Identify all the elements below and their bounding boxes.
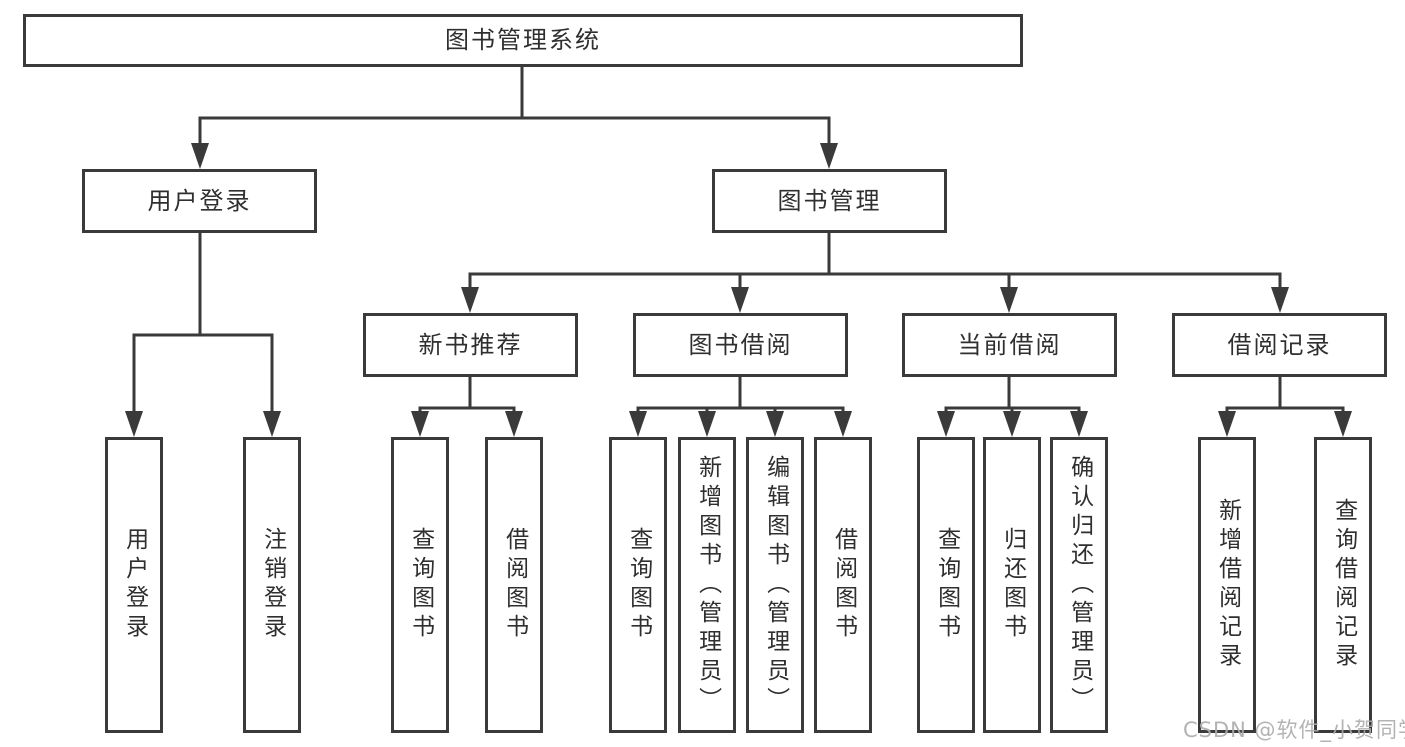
arrow-down-icon	[505, 411, 523, 437]
arrow-down-icon	[1218, 411, 1236, 437]
arrow-down-icon	[698, 411, 716, 437]
node-borrowing-records: 借阅记录	[1172, 313, 1387, 377]
node-user-login-leaf: 用户登录	[105, 437, 163, 733]
arrow-down-icon	[411, 411, 429, 437]
arrow-down-icon	[263, 411, 281, 437]
node-bb-query-books: 查询图书	[609, 437, 667, 733]
connector-root-to-level2	[191, 64, 838, 169]
arrow-down-icon	[834, 411, 852, 437]
connector-new-book-recommend-to-leaves	[411, 375, 523, 437]
arrow-down-icon	[629, 411, 647, 437]
csdn-watermark: CSDN @软件_小贺同学	[1183, 718, 1405, 742]
connector-borrowing-records-to-leaves	[1218, 375, 1352, 437]
arrow-down-icon	[1000, 287, 1018, 313]
connector-book-borrowing-to-leaves	[629, 375, 852, 437]
node-library-management-system: 图书管理系统	[23, 14, 1023, 67]
node-logout: 注销登录	[243, 437, 301, 733]
arrow-down-icon	[766, 411, 784, 437]
node-cb-query-books: 查询图书	[917, 437, 975, 733]
node-book-management: 图书管理	[712, 169, 947, 233]
arrow-down-icon	[937, 411, 955, 437]
arrow-down-icon	[461, 287, 479, 313]
connector-user-login-to-leaves	[125, 231, 281, 437]
node-br-query-record: 查询借阅记录	[1314, 437, 1372, 733]
node-new-book-recommend: 新书推荐	[363, 313, 578, 377]
arrow-down-icon	[1334, 411, 1352, 437]
arrow-down-icon	[731, 287, 749, 313]
node-current-borrowing: 当前借阅	[902, 313, 1117, 377]
node-bb-add-books-admin: 新增图书（管理员）	[678, 437, 736, 733]
connector-current-borrowing-to-leaves	[937, 375, 1088, 437]
node-bb-edit-books-admin: 编辑图书（管理员）	[746, 437, 804, 733]
arrow-down-icon	[125, 411, 143, 437]
node-user-login-group: 用户登录	[82, 169, 317, 233]
node-nbr-borrow-books: 借阅图书	[485, 437, 543, 733]
node-nbr-query-books: 查询图书	[391, 437, 449, 733]
arrow-down-icon	[1271, 287, 1289, 313]
arrow-down-icon	[1003, 411, 1021, 437]
node-br-add-record: 新增借阅记录	[1198, 437, 1256, 733]
node-bb-borrow-books: 借阅图书	[814, 437, 872, 733]
connector-book-management-to-level3	[461, 231, 1289, 313]
node-cb-return-books: 归还图书	[983, 437, 1041, 733]
arrow-down-icon	[191, 143, 209, 169]
node-book-borrowing: 图书借阅	[633, 313, 848, 377]
node-cb-confirm-return-admin: 确认归还（管理员）	[1050, 437, 1108, 733]
arrow-down-icon	[1070, 411, 1088, 437]
arrow-down-icon	[820, 143, 838, 169]
